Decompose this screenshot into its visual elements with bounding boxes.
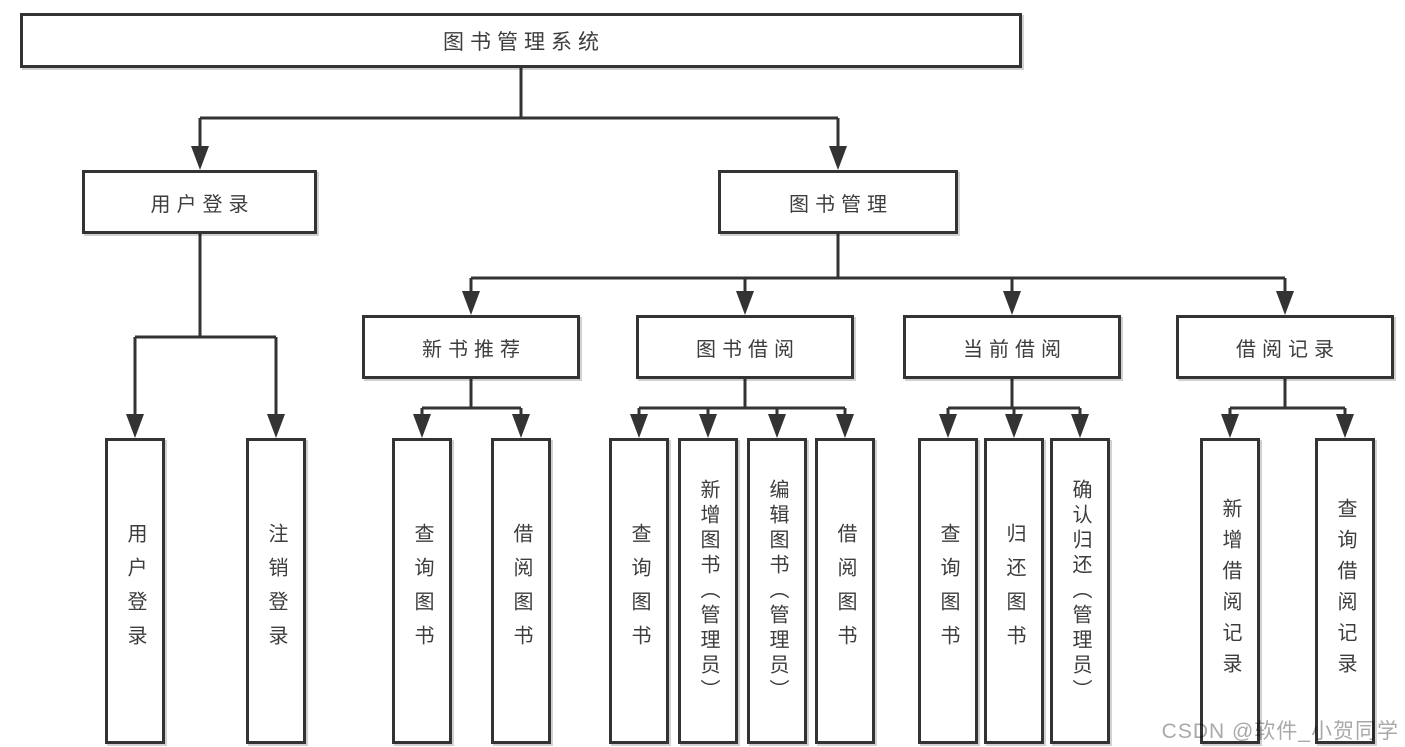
leaf-current-confirm-return-admin-label: 确认归还（管理员）	[1069, 478, 1091, 704]
edge-root-split	[198, 68, 840, 150]
leaf-user-login-label: 用户登录	[124, 523, 146, 659]
node-user-login: 用户登录	[82, 170, 317, 234]
node-root: 图书管理系统	[20, 13, 1022, 68]
node-current-borrow: 当前借阅	[903, 315, 1121, 379]
leaf-current-return-book: 归还图书	[984, 438, 1044, 744]
node-book-management: 图书管理	[718, 170, 958, 234]
leaf-borrow-edit-book-admin-label: 编辑图书（管理员）	[766, 478, 788, 704]
edge-user-login-split	[133, 234, 278, 416]
leaf-current-return-book-label: 归还图书	[1003, 523, 1025, 659]
leaf-records-query-record: 查询借阅记录	[1315, 438, 1375, 744]
leaf-records-add-record-label: 新增借阅记录	[1219, 498, 1241, 684]
leaf-logout-label: 注销登录	[265, 523, 287, 659]
node-new-book-recommend: 新书推荐	[362, 315, 580, 379]
leaf-borrow-add-book-admin: 新增图书（管理员）	[678, 438, 738, 744]
node-current-borrow-label: 当前借阅	[963, 338, 1067, 361]
leaf-borrow-borrow-book: 借阅图书	[815, 438, 875, 744]
node-user-login-label: 用户登录	[150, 193, 255, 216]
leaf-current-query-book-label: 查询图书	[937, 523, 959, 659]
edge-records-split	[1228, 379, 1347, 416]
node-root-label: 图书管理系统	[443, 30, 605, 54]
leaf-borrow-query-book-label: 查询图书	[628, 523, 650, 659]
edge-recommend-split	[420, 379, 523, 416]
leaf-current-query-book: 查询图书	[918, 438, 978, 744]
node-book-borrow-label: 图书借阅	[696, 338, 800, 361]
leaf-recommend-query-book: 查询图书	[392, 438, 452, 744]
leaf-records-add-record: 新增借阅记录	[1200, 438, 1260, 744]
leaf-logout: 注销登录	[246, 438, 306, 744]
node-book-borrow: 图书借阅	[636, 315, 854, 379]
node-borrow-records-label: 借阅记录	[1236, 338, 1340, 361]
leaf-user-login: 用户登录	[105, 438, 165, 744]
watermark: CSDN @软件_小贺同学	[1161, 720, 1399, 743]
node-borrow-records: 借阅记录	[1176, 315, 1394, 379]
arrowheads	[126, 146, 1354, 438]
edge-borrow-split	[637, 379, 847, 416]
leaf-current-confirm-return-admin: 确认归还（管理员）	[1050, 438, 1110, 744]
leaf-borrow-borrow-book-label: 借阅图书	[834, 523, 856, 659]
leaf-borrow-edit-book-admin: 编辑图书（管理员）	[747, 438, 807, 744]
leaf-recommend-borrow-book-label: 借阅图书	[510, 523, 532, 659]
node-book-management-label: 图书管理	[789, 193, 893, 216]
leaf-recommend-query-book-label: 查询图书	[411, 523, 433, 659]
leaf-recommend-borrow-book: 借阅图书	[491, 438, 551, 744]
leaf-records-query-record-label: 查询借阅记录	[1334, 498, 1356, 684]
leaf-borrow-add-book-admin-label: 新增图书（管理员）	[697, 478, 719, 704]
edge-book-mgmt-split	[469, 234, 1287, 295]
leaf-borrow-query-book: 查询图书	[609, 438, 669, 744]
edge-current-split	[946, 379, 1082, 416]
node-new-book-recommend-label: 新书推荐	[422, 338, 526, 361]
